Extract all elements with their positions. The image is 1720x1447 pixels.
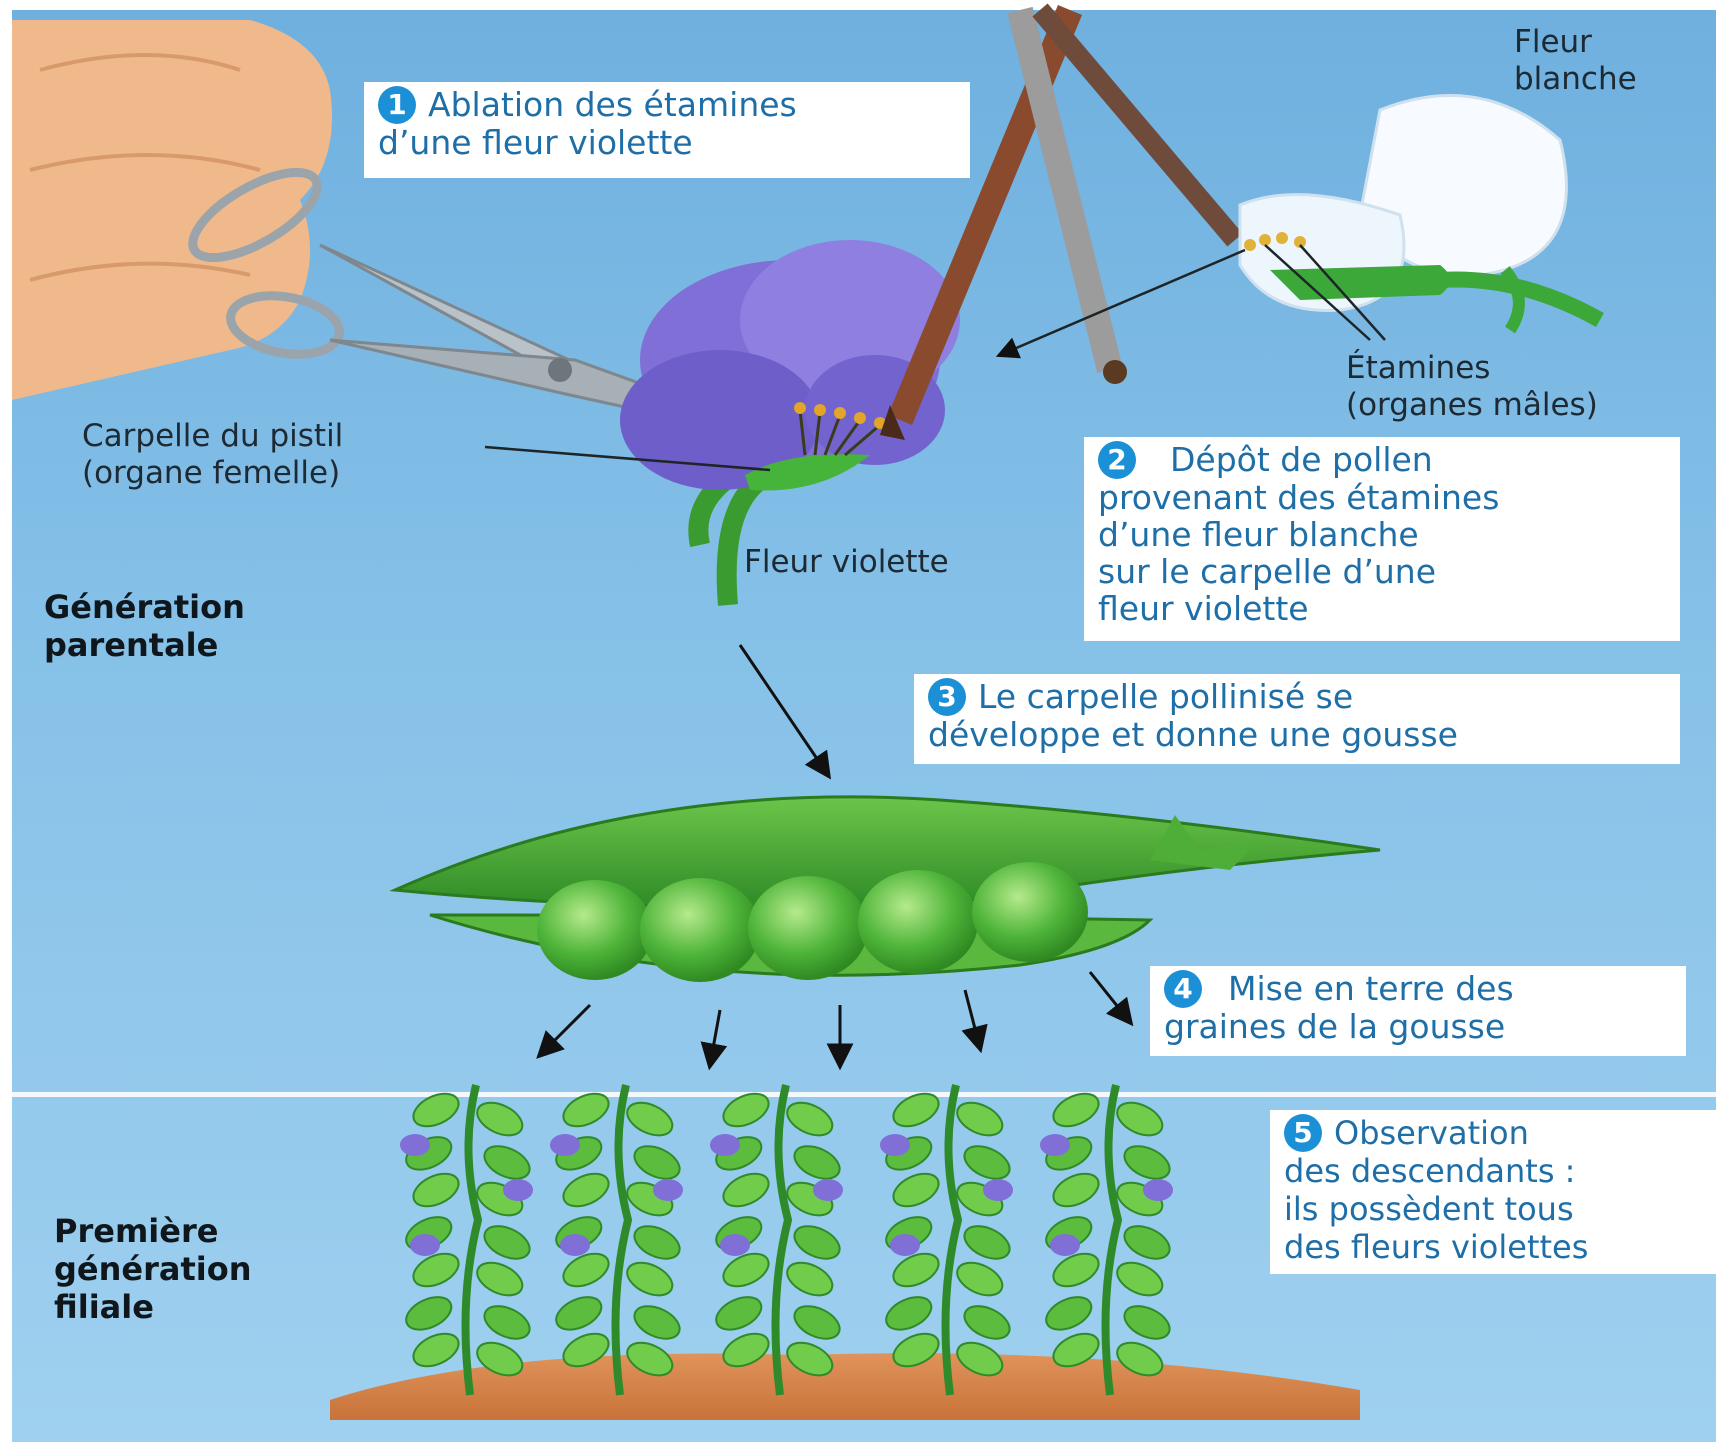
label-carpelle-line-2: (organe femelle) <box>82 455 343 492</box>
step-2-line-5: fleur violette <box>1098 590 1666 627</box>
generation-filiale-line-1: Première <box>54 1212 252 1250</box>
step-3-line-1: Le carpelle pollinisé se <box>978 677 1353 716</box>
step-2-line-1: Dépôt de pollen <box>1170 440 1433 479</box>
pea-plants <box>400 1085 1175 1395</box>
label-fleur-violette: Fleur violette <box>744 544 949 581</box>
step-5-line-4: des fleurs violettes <box>1284 1228 1712 1266</box>
pea-plant <box>1040 1085 1175 1395</box>
step-5-line-1: Observation <box>1334 1114 1529 1152</box>
label-carpelle: Carpelle du pistil (organe femelle) <box>82 418 343 492</box>
pea-plant <box>400 1085 535 1395</box>
step-1-box: 1 Ablation des étamines d’une fleur viole… <box>364 82 970 178</box>
hand <box>12 20 332 400</box>
pea-plant <box>710 1085 845 1395</box>
label-etamines-line-2: (organes mâles) <box>1346 387 1598 424</box>
step-3-line-2: développe et donne une gousse <box>928 716 1666 754</box>
generation-parentale-line-2: parentale <box>44 626 245 664</box>
step-4-line-2: graines de la gousse <box>1164 1008 1672 1046</box>
step-5-box: 5 Observation des descendants : ils possè… <box>1270 1110 1716 1274</box>
generation-parentale-label: Génération parentale <box>44 588 245 664</box>
arrow-to-pod <box>740 645 828 775</box>
pea-plant <box>550 1085 685 1395</box>
generation-parentale-line-1: Génération <box>44 588 245 626</box>
generation-filiale-line-2: génération <box>54 1250 252 1288</box>
label-fleur-blanche: Fleur blanche <box>1514 24 1637 98</box>
step-2-line-4: sur le carpelle d’une <box>1098 553 1666 590</box>
step-3-number: 3 <box>928 678 966 716</box>
label-etamines-line-1: Étamines <box>1346 350 1598 387</box>
white-flower <box>1240 95 1600 330</box>
step-4-box: 4 Mise en terre des graines de la gousse <box>1150 966 1686 1056</box>
seed-arrows <box>540 972 1130 1065</box>
step-1-line-2: d’une fleur violette <box>378 124 956 162</box>
step-4-line-1: Mise en terre des <box>1228 969 1514 1008</box>
step-2-line-3: d’une fleur blanche <box>1098 516 1666 553</box>
step-1-number: 1 <box>378 86 416 124</box>
step-5-line-2: des descendants : <box>1284 1152 1712 1190</box>
step-1-line-1: Ablation des étamines <box>428 85 797 124</box>
generation-filiale-line-3: filiale <box>54 1288 252 1326</box>
pea-plant <box>880 1085 1015 1395</box>
label-fleur-blanche-line-2: blanche <box>1514 61 1637 98</box>
step-2-line-2: provenant des étamines <box>1098 479 1666 516</box>
label-fleur-blanche-line-1: Fleur <box>1514 24 1637 61</box>
label-carpelle-line-1: Carpelle du pistil <box>82 418 343 455</box>
generation-filiale-label: Première génération filiale <box>54 1212 252 1326</box>
label-etamines: Étamines (organes mâles) <box>1346 350 1598 424</box>
pea-pod <box>395 797 1380 982</box>
step-5-number: 5 <box>1284 1114 1322 1152</box>
step-4-number: 4 <box>1164 970 1202 1008</box>
step-5-line-3: ils possèdent tous <box>1284 1190 1712 1228</box>
step-3-box: 3 Le carpelle pollinisé se développe et d… <box>914 674 1680 764</box>
step-2-number: 2 <box>1098 441 1136 479</box>
